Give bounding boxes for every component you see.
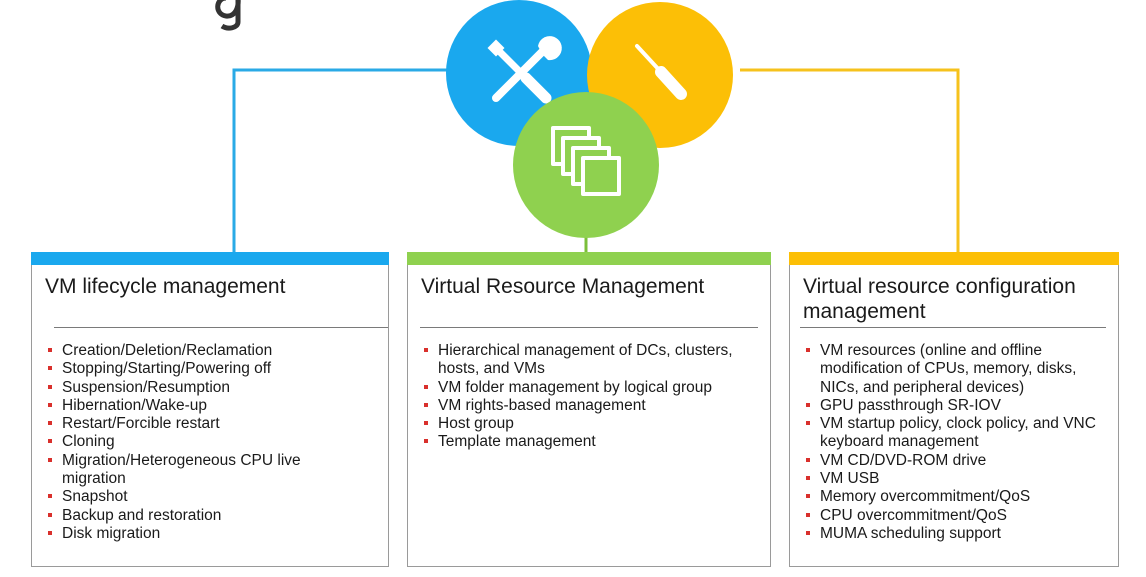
panel-header-bar-yellow [789,252,1119,265]
bullet-icon [424,439,428,444]
list-item: Cloning [48,433,380,451]
bullet-icon [806,421,810,426]
list-item: Suspension/Resumption [48,379,380,397]
bullet-icon [806,530,810,535]
bullet-icon [806,457,810,462]
bullet-icon [48,402,52,407]
list-item: Migration/Heterogeneous CPU live migrati… [48,452,352,489]
list-item: Restart/Forcible restart [48,415,380,433]
list-item: VM resources (online and offline modific… [806,342,1110,397]
list-item: Creation/Deletion/Reclamation [48,342,380,360]
bullet-icon [806,512,810,517]
title-divider [800,327,1106,328]
feature-list: VM resources (online and offline modific… [806,342,1110,543]
list-item: Memory overcommitment/QoS [806,488,1110,506]
bullet-icon [424,384,428,389]
bullet-icon [48,366,52,371]
bullet-icon [48,439,52,444]
bullet-icon [48,457,52,462]
bullet-icon [48,421,52,426]
bullet-icon [424,421,428,426]
bullet-icon [48,384,52,389]
list-item: Backup and restoration [48,507,380,525]
list-item: GPU passthrough SR-IOV [806,397,1110,415]
bullet-icon [806,476,810,481]
panel-title: VM lifecycle management [45,275,286,298]
panel-header-bar-green [407,252,771,265]
list-item: Disk migration [48,525,380,543]
bullet-icon [806,494,810,499]
yellow-connector [740,68,960,252]
list-item: Hierarchical management of DCs, clusters… [424,342,743,379]
list-item: Template management [424,433,762,451]
title-divider [420,327,758,328]
list-item: VM CD/DVD-ROM drive [806,452,1110,470]
list-item: VM folder management by logical group [424,379,738,397]
bullet-icon [48,512,52,517]
feature-list: Hierarchical management of DCs, clusters… [424,342,762,452]
list-item: VM USB [806,470,1110,488]
panel-header-bar-blue [31,252,389,265]
panel-title: Virtual resource configuration managemen… [803,275,1076,323]
list-item: CPU overcommitment/QoS [806,507,1110,525]
screwdriver-circle [587,2,733,148]
feature-list: Creation/Deletion/Reclamation Stopping/S… [48,342,380,543]
list-item: VM startup policy, clock policy, and VNC… [806,415,1100,452]
bullet-icon [806,348,810,352]
bullet-icon [806,402,810,407]
title-divider [54,327,388,328]
bullet-icon [48,530,52,535]
list-item: VM rights-based management [424,397,762,415]
tools-icon [487,36,562,104]
panel-title: Virtual Resource Management [421,275,705,298]
bullet-icon [48,494,52,499]
bullet-icon [48,348,52,352]
list-item: Host group [424,415,762,433]
list-item: MUMA scheduling support [806,525,1110,543]
panel-virtual-resource: Virtual Resource Management Hierarchical… [407,252,771,567]
tools-circle [446,0,592,146]
panel-vm-lifecycle: VM lifecycle management Creation/Deletio… [31,252,389,567]
screwdriver-icon [635,44,687,100]
bullet-icon [424,348,428,352]
bullet-icon [424,402,428,407]
list-item: Stopping/Starting/Powering off [48,360,380,378]
cropped-heading-fragment [215,0,241,31]
panel-resource-configuration: Virtual resource configuration managemen… [789,252,1119,567]
list-item: Snapshot [48,488,380,506]
stacked-windows-icon [551,126,621,196]
blue-connector [232,68,452,252]
list-item: Hibernation/Wake-up [48,397,380,415]
stacked-windows-circle [513,92,659,238]
